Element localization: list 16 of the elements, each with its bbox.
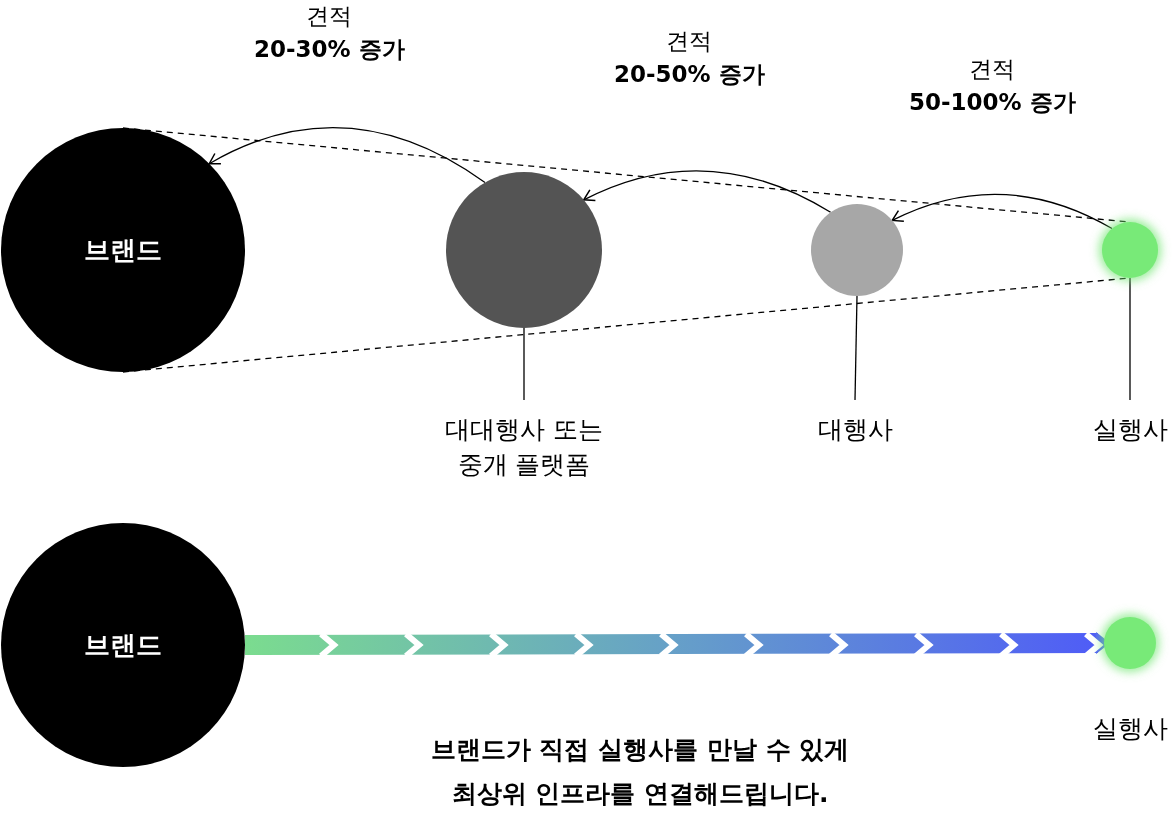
- caption: 브랜드가 직접 실행사를 만날 수 있게 최상위 인프라를 연결해드립니다.: [429, 734, 851, 810]
- circle: 브랜드: [1, 128, 245, 372]
- node-label: 대대행사 또는 중개 플랫폼: [434, 400, 614, 496]
- circle: [1104, 617, 1156, 669]
- arrow: [891, 193, 1113, 230]
- node-label: 대행사: [795, 400, 915, 464]
- node-label: 실행사: [1091, 713, 1169, 745]
- circle: [811, 204, 903, 296]
- arrow: [208, 127, 486, 184]
- circle: 브랜드: [1, 523, 245, 767]
- leader-line: [523, 327, 525, 401]
- leader-line: [854, 295, 858, 401]
- leader-line: [1129, 277, 1131, 401]
- circle: [1102, 222, 1158, 278]
- node-label: 실행사: [1075, 400, 1172, 464]
- arrow: [583, 170, 832, 213]
